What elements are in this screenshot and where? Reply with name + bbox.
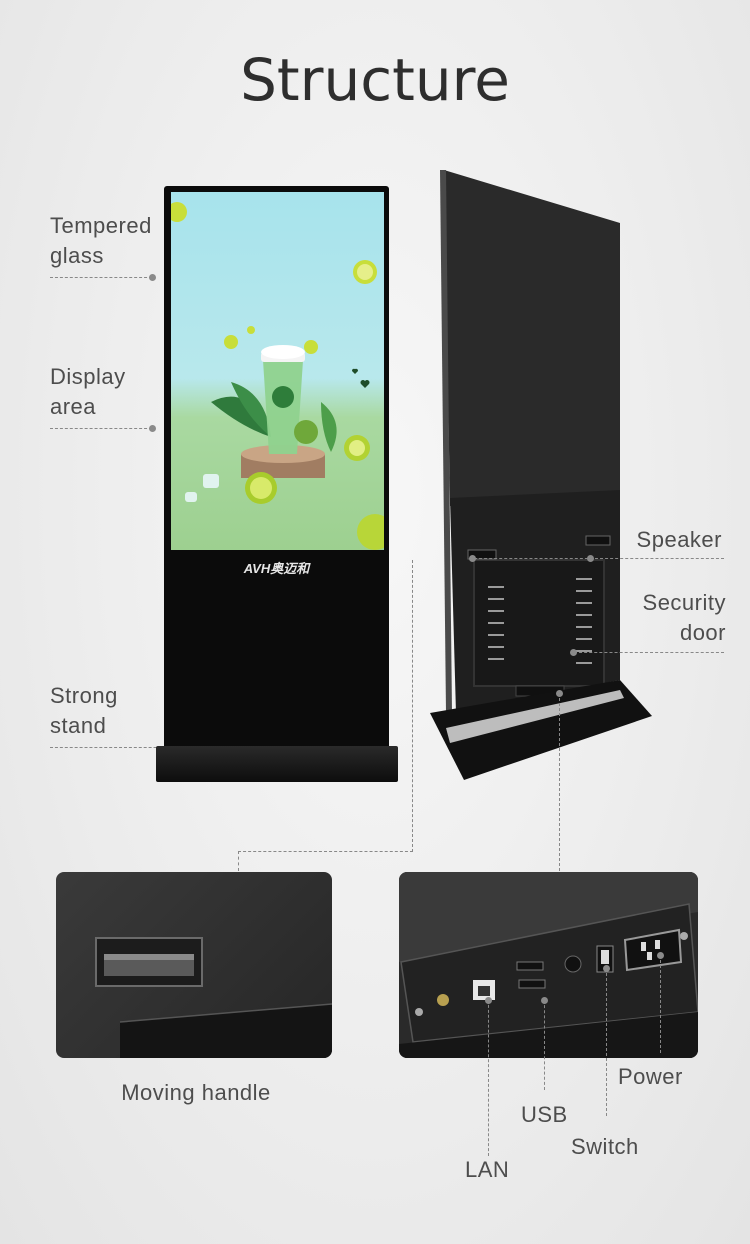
label-line: Tempered xyxy=(50,213,152,238)
label-line: area xyxy=(50,394,97,419)
label-speaker: Speaker xyxy=(636,527,722,552)
leader-line xyxy=(488,1000,489,1156)
leader-line xyxy=(474,558,724,559)
leader-dot xyxy=(556,690,563,697)
label-lan: LAN xyxy=(465,1157,510,1182)
label-tempered-glass: Tempered glass xyxy=(50,211,152,271)
kiosk-side-view xyxy=(430,170,652,780)
leader-line xyxy=(412,560,413,852)
label-moving-handle: Moving handle xyxy=(121,1080,271,1105)
leader-dot xyxy=(587,555,594,562)
screen-advert-image xyxy=(171,202,384,550)
leader-dot xyxy=(541,997,548,1004)
leader-dot xyxy=(570,649,577,656)
leader-line xyxy=(50,277,152,278)
leader-line xyxy=(660,955,661,1053)
leader-dot xyxy=(603,965,610,972)
leader-line xyxy=(50,428,152,429)
label-security-door: Security door xyxy=(600,588,726,648)
label-switch: Switch xyxy=(571,1134,639,1159)
leader-line xyxy=(238,851,239,871)
kiosk-front-view: AVH奥迈和 xyxy=(164,186,389,752)
leader-line xyxy=(238,851,413,852)
handle-detail-image xyxy=(95,937,332,1058)
leader-line xyxy=(50,747,196,748)
moving-handle-photo xyxy=(56,872,332,1058)
leader-line xyxy=(559,693,560,871)
label-line: stand xyxy=(50,713,107,738)
ports-detail-image xyxy=(399,872,698,1058)
leader-dot xyxy=(657,952,664,959)
page-title: Structure xyxy=(240,46,510,114)
label-display-area: Display area xyxy=(50,362,126,422)
leader-line xyxy=(544,1000,545,1090)
label-line: glass xyxy=(50,243,104,268)
leader-dot xyxy=(149,274,156,281)
label-power: Power xyxy=(618,1064,683,1089)
label-usb: USB xyxy=(521,1102,568,1127)
leader-dot xyxy=(469,555,476,562)
label-line: Strong xyxy=(50,683,118,708)
leader-dot xyxy=(485,997,492,1004)
front-stand-base xyxy=(156,746,398,782)
leader-line xyxy=(574,652,724,653)
label-strong-stand: Strong stand xyxy=(50,681,118,741)
brand-logo: AVH奥迈和 xyxy=(243,561,310,576)
label-line: Display xyxy=(50,364,126,389)
label-line: Security xyxy=(642,590,726,615)
display-screen xyxy=(171,192,384,550)
leader-dot xyxy=(149,425,156,432)
ports-panel-photo xyxy=(399,872,698,1058)
leader-line xyxy=(606,968,607,1116)
label-line: door xyxy=(679,620,726,645)
